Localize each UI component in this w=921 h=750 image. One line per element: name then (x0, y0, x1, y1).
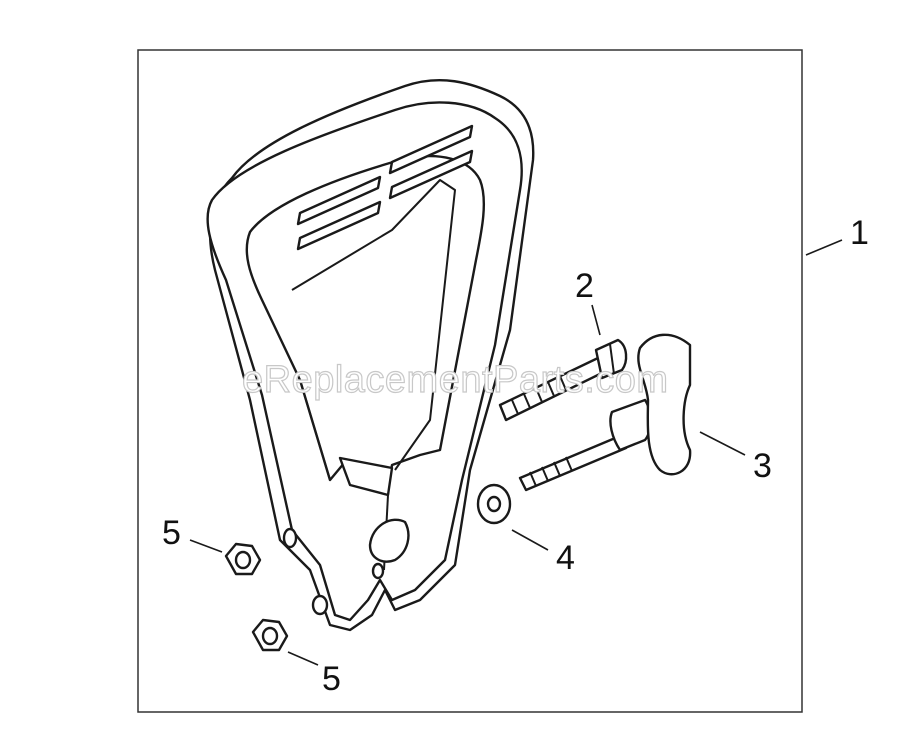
watermark: eReplacementParts.com (242, 359, 669, 401)
vent-slots (296, 124, 474, 251)
bolt (498, 338, 628, 422)
washer (476, 483, 512, 525)
callout-part-1: 1 (850, 214, 869, 252)
callout-part-4: 4 (556, 539, 575, 577)
leader-lines (189, 239, 843, 666)
callout-part-5-lower: 5 (322, 660, 341, 698)
handle-guard (206, 78, 535, 632)
callout-part-3: 3 (753, 447, 772, 485)
hex-nut-lower (251, 618, 289, 652)
callout-part-5-upper: 5 (162, 514, 181, 552)
hex-nut-upper (224, 542, 262, 576)
diagram-frame (137, 49, 803, 713)
t-knob-screw (518, 333, 692, 492)
callout-part-2: 2 (575, 267, 594, 305)
